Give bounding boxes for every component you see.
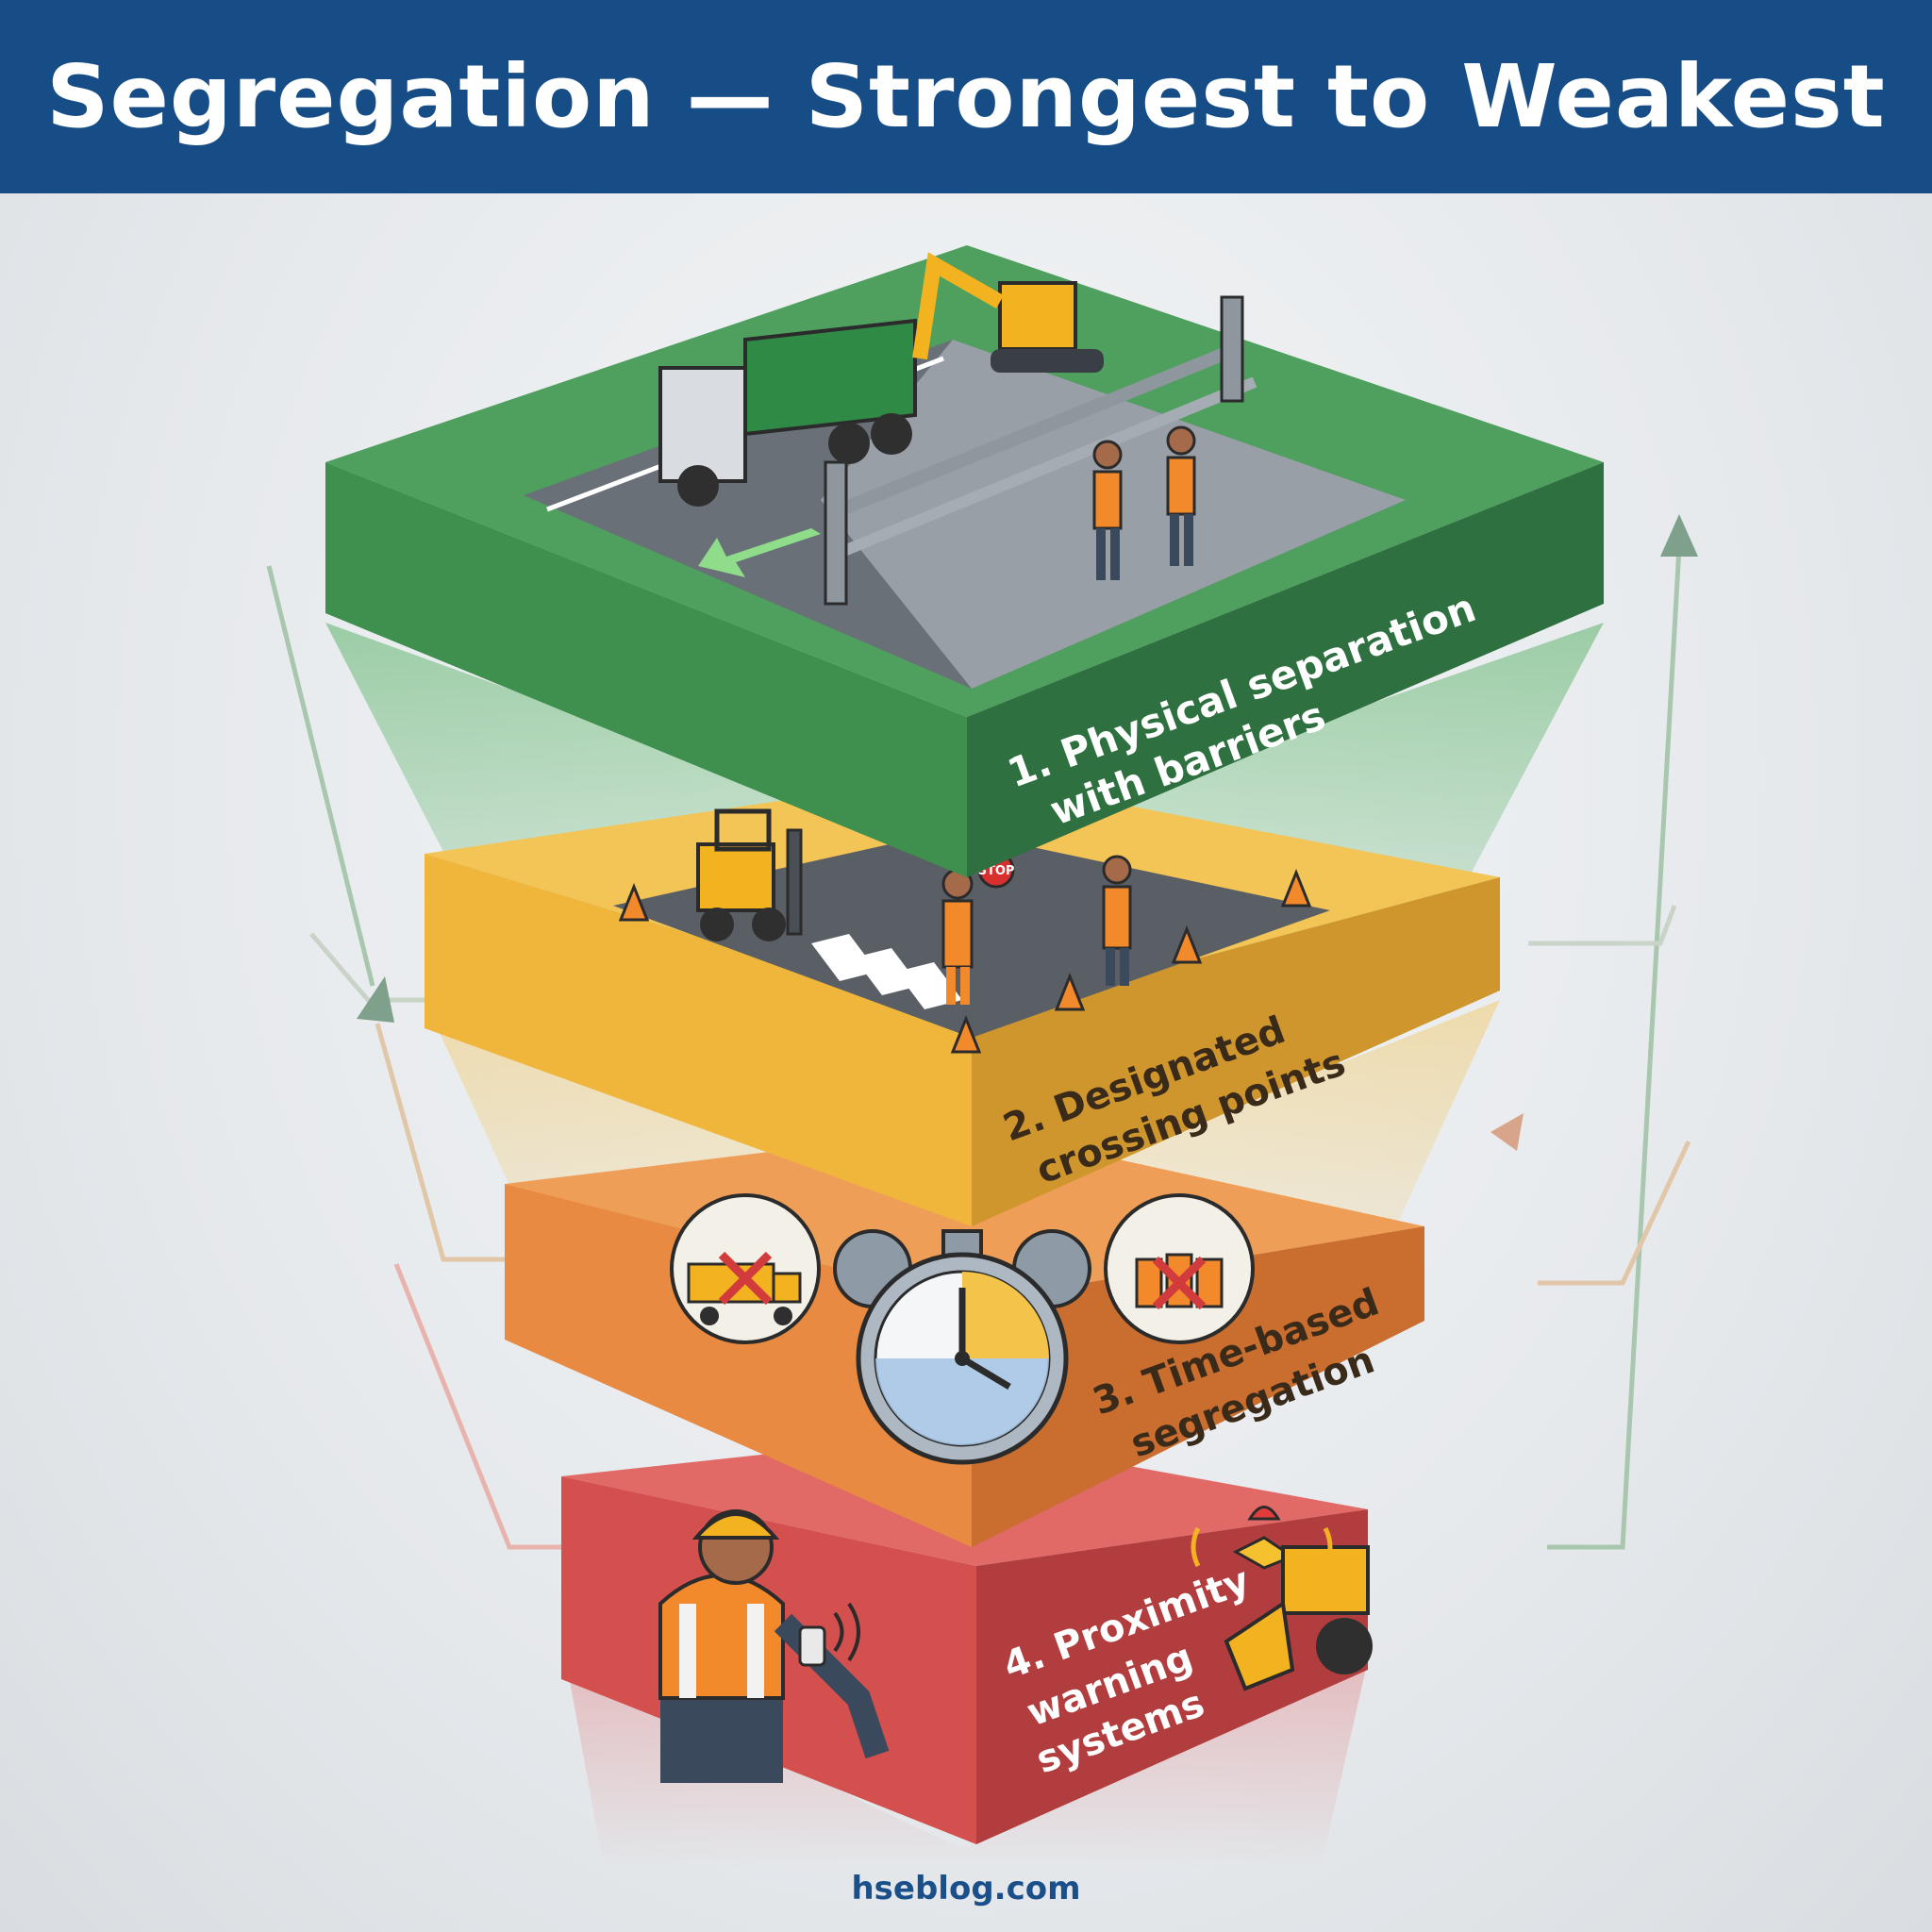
level-1-block: 1. Physical separation with barriers	[325, 245, 1604, 877]
traffic-cones	[618, 868, 1312, 1054]
workers-restricted-bubble	[1104, 1193, 1255, 1344]
red-glow	[566, 1660, 1368, 1868]
barrier-workers-illustration	[1092, 425, 1196, 580]
page-title: Segregation — Strongest to Weakest	[46, 46, 1886, 147]
loader-and-beacon-illustration	[1191, 1506, 1373, 1691]
stopwatch-icon	[833, 1229, 1091, 1465]
traffic-direction-arrow	[698, 528, 821, 577]
guard-rail-barrier	[824, 295, 1257, 606]
right-arrow-head-mid	[1491, 1113, 1524, 1151]
excavator-illustration	[912, 252, 1104, 373]
level-4-block: 4. Proximity warning systems	[561, 1434, 1373, 1844]
crosswalk-stripes	[811, 934, 962, 1009]
flagger-worker-illustration: STOP	[941, 851, 1015, 1005]
vehicle-restricted-bubble	[670, 1193, 821, 1344]
right-arrow-head-top	[1660, 514, 1698, 557]
right-funnel-arrow	[1528, 546, 1691, 1550]
title-banner	[0, 0, 1932, 193]
left-arrow-head	[357, 976, 394, 1023]
dump-truck-illustration	[658, 318, 917, 507]
second-worker-illustration	[1102, 855, 1132, 986]
source-credit: hseblog.com	[851, 1870, 1081, 1907]
level-2-block: STOP 2. Designated crossing points	[425, 774, 1500, 1226]
worker-with-wearable-illustration	[658, 1509, 890, 1783]
forklift-illustration	[696, 808, 803, 941]
